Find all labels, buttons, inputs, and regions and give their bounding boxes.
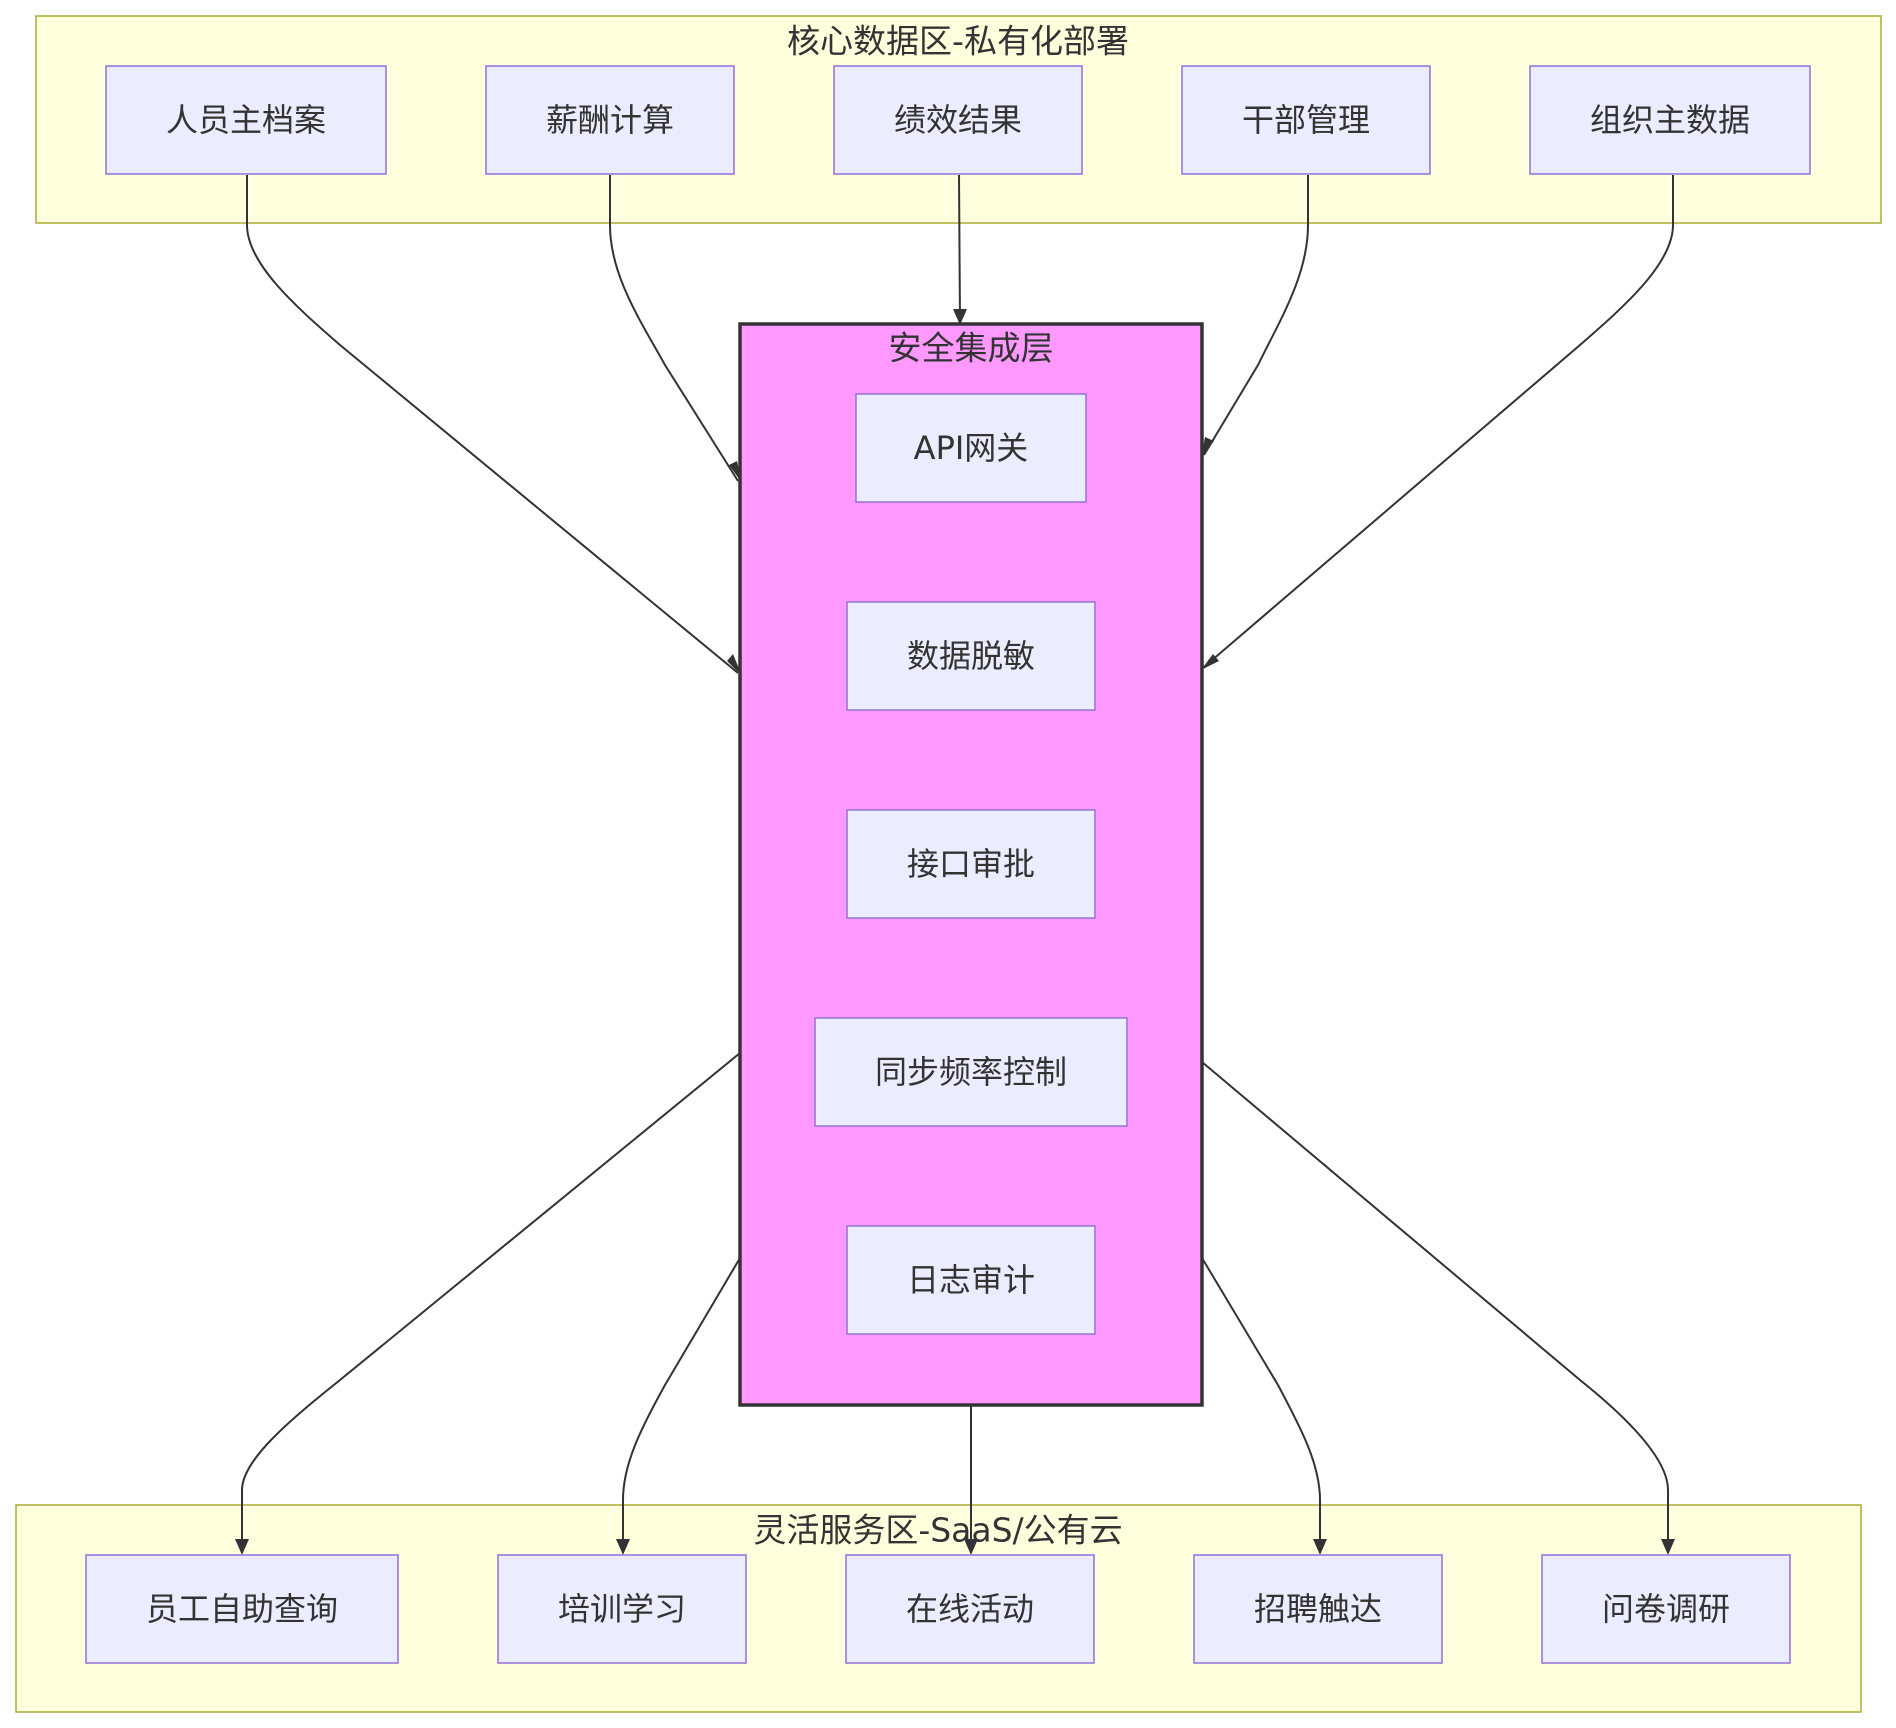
edge-salary-to-security (609, 175, 739, 482)
arrowheads (235, 309, 1675, 1555)
node-data-masking[interactable]: 数据脱敏 (846, 601, 1096, 711)
node-org-master-data[interactable]: 组织主数据 (1529, 65, 1811, 175)
node-survey-research-label: 问卷调研 (1602, 1590, 1730, 1628)
node-cadre-management[interactable]: 干部管理 (1181, 65, 1431, 175)
edge-security-to-training (622, 1257, 741, 1552)
saas-zone-title: 灵活服务区-SaaS/公有云 (753, 1511, 1122, 1550)
node-api-gateway[interactable]: API网关 (855, 393, 1087, 503)
edge-personnel-to-security (246, 175, 739, 674)
node-log-audit-label: 日志审计 (907, 1261, 1035, 1299)
node-performance-result-label: 绩效结果 (894, 101, 1022, 139)
arrowhead-training (616, 1539, 630, 1555)
arrowhead-security-right-upper (1201, 437, 1214, 458)
node-training-learning[interactable]: 培训学习 (497, 1554, 747, 1664)
node-recruitment-reach[interactable]: 招聘触达 (1193, 1554, 1443, 1664)
node-data-masking-label: 数据脱敏 (907, 637, 1035, 675)
edges (241, 174, 1674, 1552)
node-salary-calc-label: 薪酬计算 (546, 101, 674, 139)
edge-security-to-recruit (1201, 1257, 1321, 1552)
arrowhead-security-left-upper (729, 461, 742, 483)
node-cadre-management-label: 干部管理 (1242, 101, 1370, 139)
arrowhead-selfservice (235, 1539, 249, 1555)
node-employee-self-service[interactable]: 员工自助查询 (85, 1554, 399, 1664)
node-online-activity[interactable]: 在线活动 (845, 1554, 1095, 1664)
edge-security-to-selfservice (241, 1052, 741, 1552)
core-zone-title: 核心数据区-私有化部署 (787, 22, 1129, 61)
edge-security-to-survey (1201, 1061, 1669, 1552)
arrowhead-security-right-lower (1201, 654, 1219, 670)
node-interface-approval[interactable]: 接口审批 (846, 809, 1096, 919)
arrowhead-recruit (1313, 1539, 1327, 1555)
node-org-master-data-label: 组织主数据 (1590, 101, 1750, 139)
node-online-activity-label: 在线活动 (906, 1590, 1034, 1628)
edge-org-to-security (1203, 175, 1674, 668)
node-log-audit[interactable]: 日志审计 (846, 1225, 1096, 1335)
node-api-gateway-label: API网关 (914, 429, 1029, 467)
node-training-learning-label: 培训学习 (558, 1590, 686, 1628)
node-employee-self-service-label: 员工自助查询 (146, 1590, 338, 1628)
node-performance-result[interactable]: 绩效结果 (833, 65, 1083, 175)
arrowhead-activity (964, 1539, 978, 1555)
node-recruitment-reach-label: 招聘触达 (1254, 1590, 1382, 1628)
arrowhead-survey (1661, 1539, 1675, 1555)
security-layer-title: 安全集成层 (889, 329, 1054, 368)
node-interface-approval-label: 接口审批 (907, 845, 1035, 883)
arrowhead-security-top (953, 309, 967, 325)
node-personnel-master-label: 人员主档案 (166, 101, 326, 139)
node-survey-research[interactable]: 问卷调研 (1541, 1554, 1791, 1664)
edge-performance-to-security (958, 174, 961, 323)
node-personnel-master[interactable]: 人员主档案 (105, 65, 387, 175)
node-sync-frequency-control[interactable]: 同步频率控制 (814, 1017, 1128, 1127)
edge-cadre-to-security (1203, 175, 1309, 456)
arrowhead-security-left-lower (727, 654, 742, 676)
node-salary-calc[interactable]: 薪酬计算 (485, 65, 735, 175)
node-sync-frequency-control-label: 同步频率控制 (875, 1053, 1067, 1091)
